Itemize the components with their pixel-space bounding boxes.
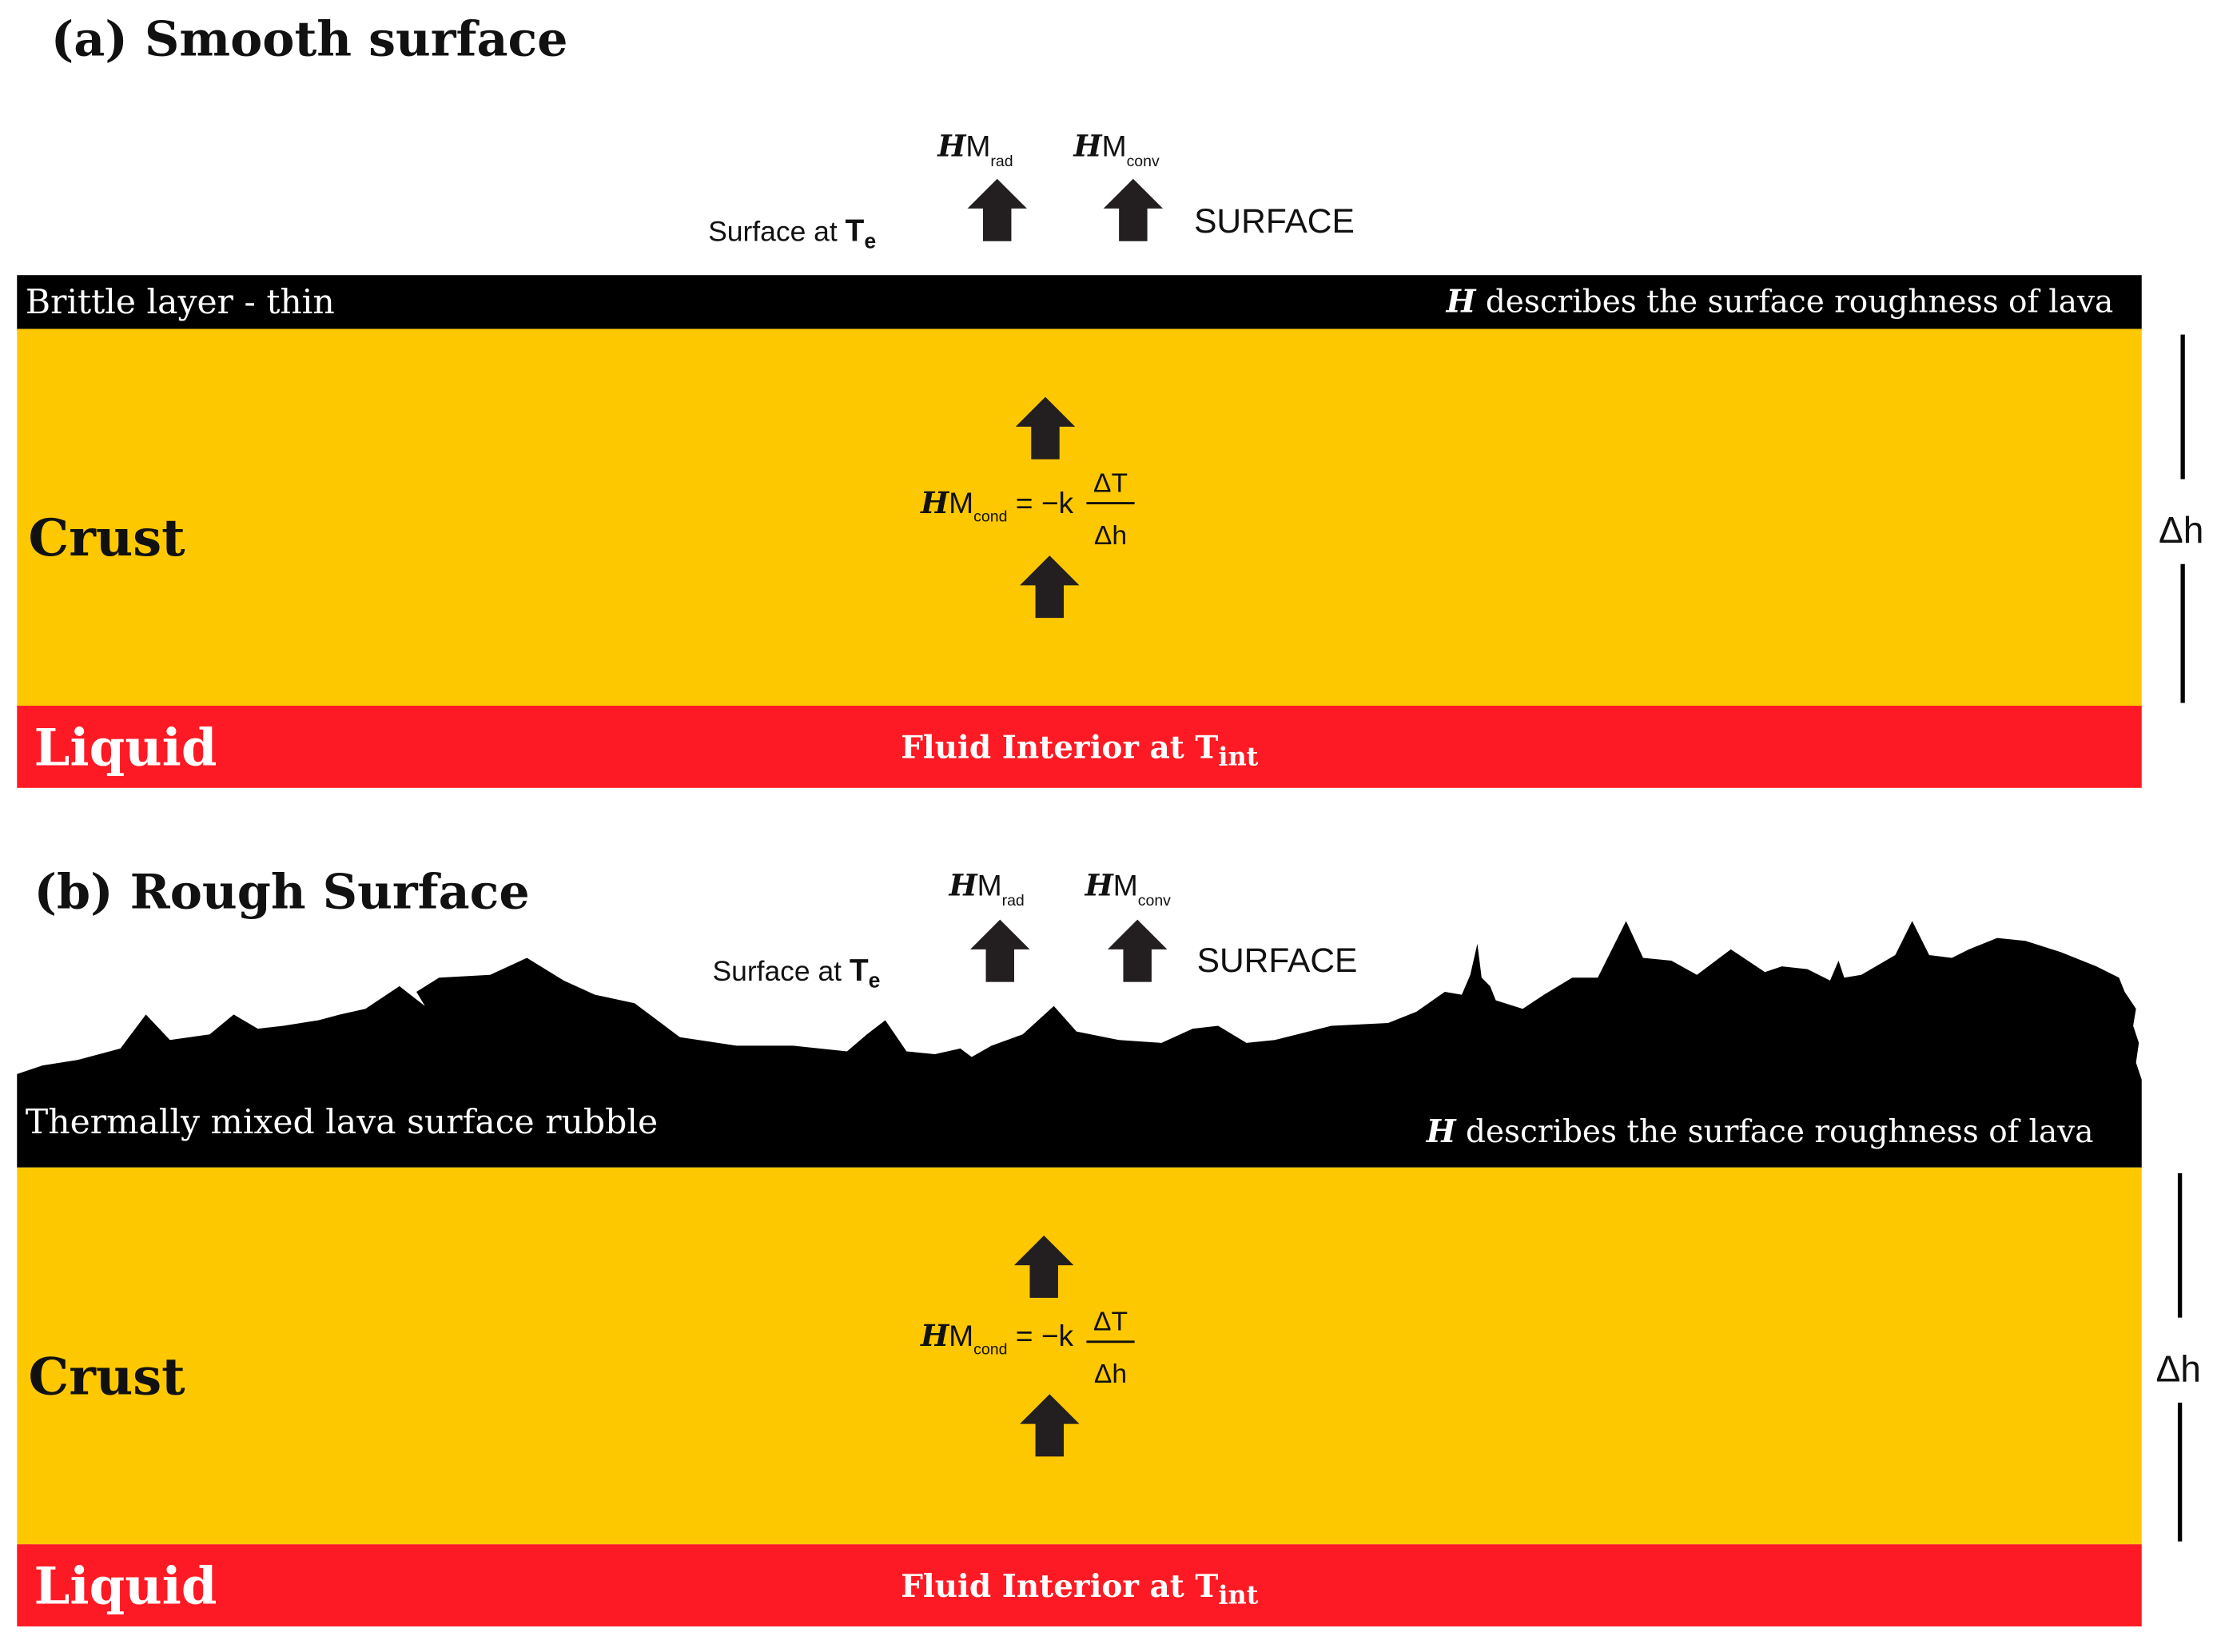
panel-a-crust-layer (17, 328, 2142, 707)
panel-b-crust-layer (17, 1167, 2142, 1545)
panel-a-brittle-layer (17, 275, 2142, 329)
panel-a-liquid-layer (17, 706, 2142, 788)
panel-a-conduction-equation: HMcond = −k ΔT Δh (920, 468, 1135, 551)
panel-b-roughness-note: H describes the surface roughness of lav… (1426, 1113, 2094, 1150)
equation-numerator: ΔT (1093, 1308, 1128, 1337)
panel-b-conduction-equation: HMcond = −k ΔT Δh (920, 1308, 1135, 1389)
panel-a-surface-temperature: Surface at Te (708, 214, 876, 253)
svg-text:HMcond = −k: HMcond = −k (920, 485, 1074, 526)
panel-b-flux-rad-label: HMrad (948, 868, 1024, 910)
up-arrow-icon (967, 178, 1027, 241)
up-arrow-icon (1103, 178, 1164, 241)
panel-b-rough-surface (17, 921, 2142, 1168)
panel-b-flux-conv-label: HMconv (1085, 868, 1172, 910)
panel-a-liquid-label: Liquid (34, 718, 217, 778)
panel-b-surface-temperature: Surface at Te (712, 953, 880, 993)
panel-a-brittle-label: Brittle layer - thin (26, 283, 335, 322)
panel-b-fluid-interior: Fluid Interior at Tint (901, 1568, 1258, 1610)
panel-a-thickness-label: Δh (2159, 509, 2203, 551)
panel-a-flux-conv-label: HMconv (1073, 128, 1160, 169)
up-arrow-icon (1107, 919, 1168, 982)
panel-a-surface-label: SURFACE (1194, 202, 1355, 241)
panel-a-flux-rad-label: HMrad (937, 128, 1013, 169)
svg-text:HMcond = −k: HMcond = −k (920, 1318, 1074, 1359)
panel-b-crust-label: Crust (28, 1347, 185, 1407)
equation-denominator: Δh (1094, 1359, 1127, 1389)
panel-a: (a) Smooth surface HMrad HMconv Surface … (17, 11, 2203, 788)
equation-denominator: Δh (1094, 521, 1127, 551)
panel-b-surface-label: SURFACE (1197, 941, 1358, 980)
panel-b-rubble-label: Thermally mixed lava surface rubble (26, 1103, 658, 1142)
panel-b-liquid-layer (17, 1544, 2142, 1627)
panel-b-title: (b) Rough Surface (34, 863, 530, 920)
panel-a-title: (a) Smooth surface (51, 11, 568, 68)
panel-b-thickness-label: Δh (2155, 1347, 2200, 1389)
panel-a-fluid-interior: Fluid Interior at Tint (901, 730, 1258, 772)
panel-a-roughness-note: H describes the surface roughness of lav… (1446, 283, 2114, 320)
up-arrow-icon (970, 919, 1030, 982)
panel-a-crust-label: Crust (28, 508, 185, 568)
equation-numerator: ΔT (1093, 468, 1128, 498)
panel-b: (b) Rough Surface HMrad HMconv Surface a… (17, 863, 2201, 1627)
panel-b-liquid-label: Liquid (34, 1557, 217, 1617)
